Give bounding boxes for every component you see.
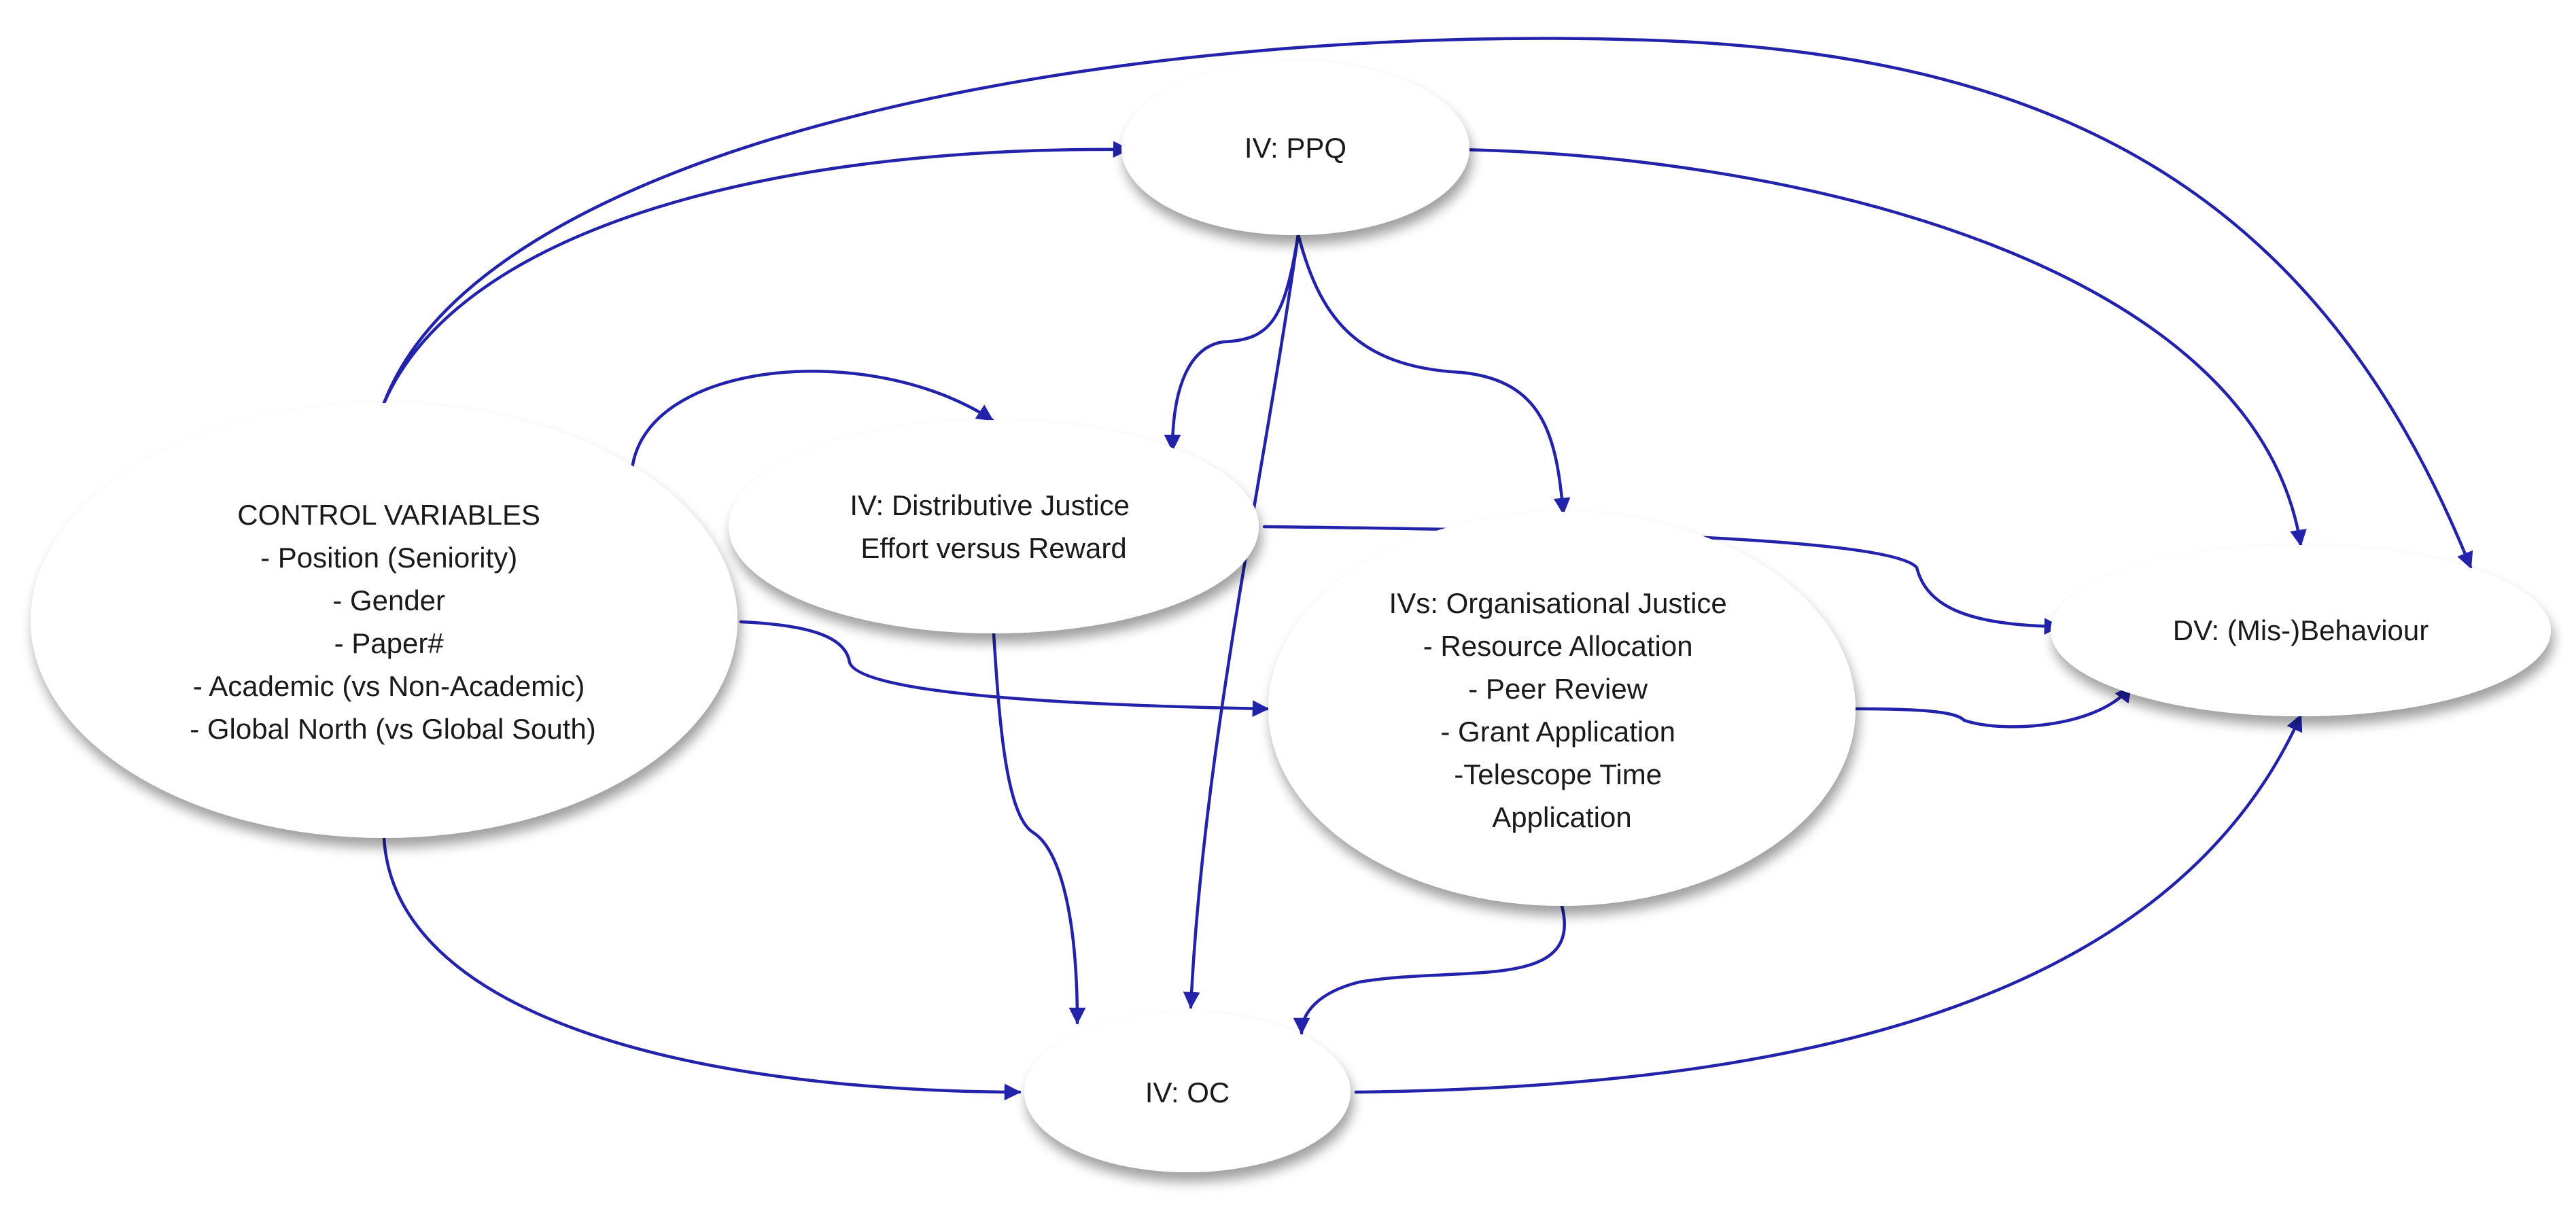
node-distributive-justice: IV: Distributive Justice Effort versus R…	[729, 420, 1259, 633]
edge-ppq-to-organisational	[1296, 232, 1571, 515]
edge-control-to-oc	[382, 836, 1022, 1101]
node-organisational-justice-line: - Peer Review	[1468, 673, 1648, 705]
node-control-variables-line: - Paper#	[334, 627, 445, 659]
node-organisational-justice-line: IVs: Organisational Justice	[1389, 587, 1727, 619]
node-control-variables-line: CONTROL VARIABLES	[237, 499, 540, 531]
edge-control-to-ppq	[382, 141, 1130, 405]
node-ppq-line: IV: PPQ	[1245, 132, 1346, 164]
node-control-variables: CONTROL VARIABLES - Position (Seniority)…	[31, 403, 737, 838]
node-oc-shape	[1024, 1012, 1351, 1172]
edge-control-to-organisational	[739, 620, 1270, 717]
node-distributive-justice-line: IV: Distributive Justice	[850, 489, 1130, 521]
node-oc-line: IV: OC	[1145, 1076, 1230, 1108]
node-control-variables-shape	[31, 403, 737, 838]
node-control-variables-line: - Global North (vs Global South)	[190, 713, 596, 745]
node-control-variables-label: CONTROL VARIABLES - Position (Seniority)…	[190, 499, 596, 745]
edge-oc-to-behaviour	[1354, 714, 2303, 1094]
node-oc-label: IV: OC	[1145, 1076, 1230, 1108]
node-organisational-justice-line: Application	[1492, 801, 1631, 833]
node-organisational-justice-label: IVs: Organisational Justice - Resource A…	[1389, 587, 1735, 833]
node-control-variables-line: - Gender	[332, 584, 445, 616]
node-control-variables-line: - Position (Seniority)	[260, 542, 517, 574]
edge-organisational-to-oc	[1293, 904, 1566, 1035]
edge-control-to-distributive	[630, 370, 994, 471]
node-control-variables-line: - Academic (vs Non-Academic)	[193, 670, 585, 702]
node-organisational-justice-line: -Telescope Time	[1454, 758, 1662, 790]
node-behaviour-line: DV: (Mis-)Behaviour	[2173, 614, 2429, 646]
node-ppq-label: IV: PPQ	[1245, 132, 1346, 164]
node-behaviour-shape	[2051, 545, 2551, 716]
node-organisational-justice: IVs: Organisational Justice - Resource A…	[1268, 512, 1856, 906]
node-ppq-shape	[1121, 61, 1469, 235]
node-distributive-justice-line: Effort versus Reward	[860, 532, 1126, 564]
node-distributive-justice-label: IV: Distributive Justice Effort versus R…	[850, 489, 1137, 564]
edge-control-to-behaviour	[382, 37, 2473, 570]
edge-ppq-to-distributive	[1164, 232, 1300, 452]
nodes-layer: IV: PPQ CONTROL VARIABLES - Position (Se…	[31, 61, 2551, 1172]
node-organisational-justice-line: - Grant Application	[1440, 716, 1675, 748]
node-oc: IV: OC	[1024, 1012, 1351, 1172]
node-organisational-justice-shape	[1268, 512, 1856, 906]
edge-ppq-to-oc	[1183, 232, 1300, 1009]
node-behaviour-label: DV: (Mis-)Behaviour	[2173, 614, 2429, 646]
node-organisational-justice-line: - Resource Allocation	[1423, 630, 1693, 662]
edge-ppq-to-behaviour	[1458, 147, 2307, 547]
node-ppq: IV: PPQ	[1121, 61, 1469, 235]
edge-organisational-to-behaviour	[1853, 684, 2133, 729]
node-distributive-justice-shape	[729, 420, 1259, 633]
edges-layer	[382, 37, 2473, 1101]
node-behaviour: DV: (Mis-)Behaviour	[2051, 545, 2551, 716]
edge-distributive-to-oc	[992, 631, 1086, 1025]
